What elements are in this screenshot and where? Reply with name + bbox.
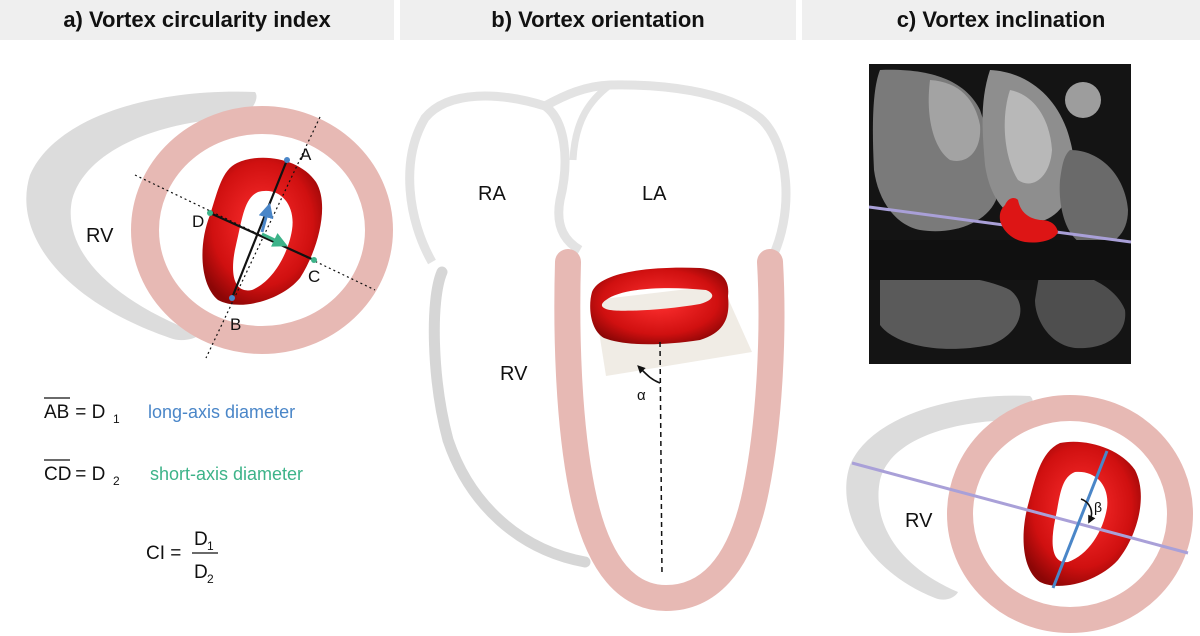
- legend-cd-equals: = D: [70, 464, 105, 485]
- mri-aorta: [1065, 82, 1101, 118]
- interatrial-septum-right: [569, 82, 613, 161]
- vortex-ring-b: [590, 267, 729, 345]
- vortex-ring-mri: [999, 197, 1058, 243]
- mri-anatomy-lower: [880, 274, 1021, 349]
- lv-wall-ring-a: [131, 106, 393, 354]
- label-la: LA: [642, 183, 667, 205]
- lv-wall-ring-c: [947, 395, 1193, 633]
- formula-denominator-sub: 2: [207, 572, 214, 586]
- rv-wall-b: [428, 266, 591, 568]
- label-rv-c: RV: [905, 510, 933, 532]
- label-point-c: C: [308, 267, 320, 286]
- label-point-a: A: [300, 145, 312, 164]
- short-axis-line: [209, 211, 315, 262]
- label-rv-a: RV: [86, 225, 114, 247]
- panel-c-title: c) Vortex inclination: [802, 0, 1200, 40]
- mri-anatomy-right: [1059, 150, 1128, 247]
- label-beta: β: [1094, 499, 1102, 515]
- legend-cd-subscript: 2: [113, 474, 120, 488]
- vortex-ring-a: [202, 157, 323, 305]
- beta-angle-arc: [1080, 498, 1096, 524]
- panel-c-mri: [868, 64, 1132, 364]
- point-b-marker: [229, 295, 235, 301]
- long-axis-arrow: [258, 202, 274, 233]
- mri-anatomy-bright-1: [928, 80, 981, 161]
- interatrial-septum: [542, 102, 583, 254]
- panel-a-legend: AB = D 1 long-axis diameter CD = D 2 sho…: [44, 397, 303, 586]
- legend-ab-term: AB: [44, 402, 69, 423]
- panel-a-title: a) Vortex circularity index: [0, 0, 394, 40]
- rv-wall-c: [846, 395, 1033, 600]
- panel-c-diagram: β RV: [846, 395, 1193, 633]
- panel-a-diagram: RV A B C D: [26, 91, 393, 359]
- panel-b-diagram: α RA LA RV: [405, 80, 791, 612]
- lv-long-axis-dashed: [659, 341, 663, 576]
- rv-wall-a: [26, 91, 257, 341]
- formula-numerator-sub: 1: [207, 539, 214, 553]
- formula-denominator: D: [194, 562, 208, 583]
- inclination-plane-line-mri: [868, 205, 1132, 244]
- point-c-marker: [311, 257, 317, 263]
- formula-ci: CI =: [146, 543, 181, 564]
- legend-short-axis-desc: short-axis diameter: [150, 464, 303, 484]
- point-d-marker: [207, 210, 213, 216]
- legend-ab-subscript: 1: [113, 412, 120, 426]
- vortex-long-axis-c: [1051, 450, 1109, 589]
- mri-dark-band: [869, 240, 1131, 280]
- label-alpha: α: [637, 387, 646, 404]
- long-axis-line: [230, 159, 289, 299]
- vortex-ring-c: [1023, 441, 1141, 586]
- label-point-b: B: [230, 315, 241, 334]
- lv-wall-b: [554, 249, 785, 612]
- label-ra: RA: [478, 183, 506, 205]
- short-axis-extension: [134, 174, 376, 291]
- short-axis-arrow: [261, 232, 288, 247]
- point-a-marker: [284, 157, 290, 163]
- mri-anatomy-lower-right: [1035, 269, 1126, 349]
- panel-b-title: b) Vortex orientation: [400, 0, 796, 40]
- legend-long-axis-desc: long-axis diameter: [148, 402, 295, 422]
- alpha-angle-arc: [637, 365, 661, 384]
- inclination-plane-line: [851, 461, 1189, 555]
- formula-numerator: D: [194, 529, 208, 550]
- mri-anatomy-bright-2: [1004, 90, 1052, 184]
- atria-outline: [405, 80, 791, 265]
- legend-ab-equals: = D: [70, 402, 105, 423]
- label-rv-b: RV: [500, 363, 528, 385]
- legend-cd-term: CD: [44, 464, 71, 485]
- label-point-d: D: [192, 212, 204, 231]
